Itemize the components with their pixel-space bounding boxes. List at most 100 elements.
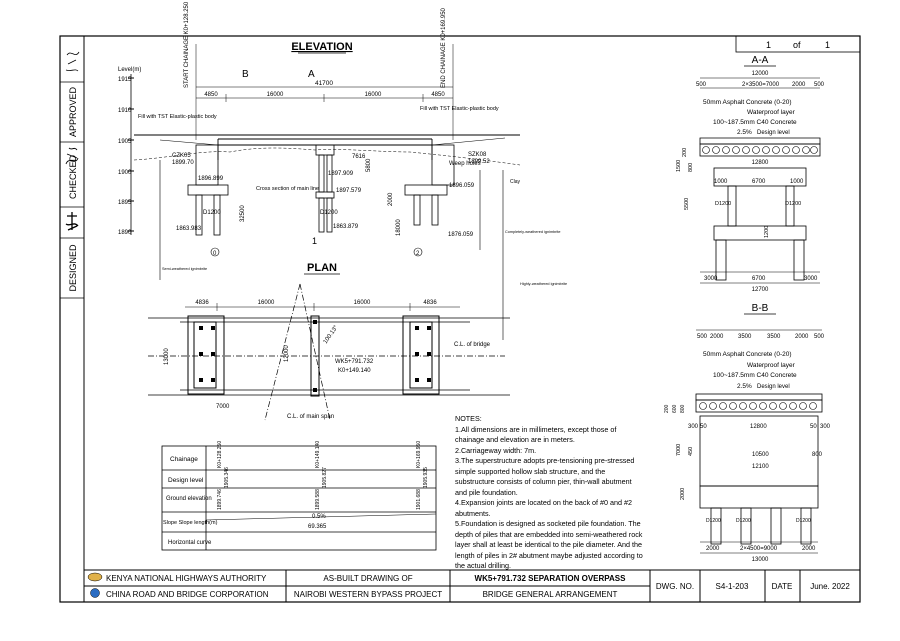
bb-dim-1: 500 [697,334,708,340]
pile-d1200-pier: D1200 [320,210,338,216]
bb-dim-10500: 10500 [752,452,769,458]
aa-design-level: Design level [757,130,790,136]
span-4: 4850 [431,92,445,98]
fill-label-right: Fill with TST Elastic-plastic body [420,106,499,112]
ground-2: 1905.827 [322,467,328,488]
bb-dim-12800: 12800 [750,424,767,430]
bb-dim-800: 800 [812,452,823,458]
plan-width-13000: 13000 [164,348,170,365]
dwg-no-value: S4-1-203 [716,582,749,591]
section-bb: B-B 500 2000 3500 3500 2000 500 50mm Asp… [664,303,831,563]
aa-title: A-A [752,55,769,66]
geo-completely-weathered: Completely-weathered ignimbrite [505,230,561,234]
aa-h5500: 5500 [684,198,690,210]
aa-dim-4: 500 [814,82,825,88]
abutment-0-number: 0 [213,251,217,257]
bb-dim-5: 2000 [795,334,809,340]
page-number: 1 [766,40,771,50]
plan-piles [199,320,431,392]
sidebar-checked: CHECKED [68,155,78,200]
aa-pile-right: D1200 [785,201,801,207]
bb-h600: 600 [672,404,678,413]
dim-18000: 18000 [396,219,402,236]
szk08-level: 1899.52 [468,159,490,165]
bb-bot-1: 2000 [706,546,720,552]
aa-waterproof: Waterproof layer [747,109,796,116]
cross-section-label: Cross section of main line [256,186,319,192]
dim-32500: 32500 [240,205,246,222]
szk08-label: SZK08 [468,152,487,158]
plan-k0-label: K0+149.140 [338,368,371,374]
table-row-slope: Slope Slope length(m) [163,520,218,526]
notes-block: NOTES: 1.All dimensions are in millimete… [455,414,645,572]
table-row-curve: Horizontal curve [168,540,212,546]
bb-waterproof: Waterproof layer [747,362,796,369]
ground-1: 1905.346 [224,467,230,488]
bb-bot-2: 2×4500=9000 [740,546,778,552]
plan-span-2: 16000 [258,300,275,306]
bb-dim-50: 50 [700,424,707,430]
pile-d1200-left: D1200 [203,210,221,216]
plan-cl-bridge: C.L. of bridge [454,342,491,348]
dwg-no-label: DWG. NO. [656,582,694,591]
svg-text:1900: 1900 [118,170,132,176]
bb-dim-12100: 12100 [752,464,769,470]
sidebar-designed: DESIGNED [68,244,78,292]
page-counter [735,35,861,53]
aa-bot-total: 12700 [752,287,769,293]
plan-angle: 100.13° [323,324,340,345]
doc-line-1: AS-BUILT DRAWING OF [323,574,412,583]
dim-7616: 7616 [352,154,366,160]
bb-dim-3: 3500 [738,334,752,340]
note-3: 3.The superstructure adopts pre-tensioni… [455,456,635,497]
plan-span-4: 4836 [423,300,437,306]
bb-dim-300b: 300 [820,424,831,430]
date-value: June. 2022 [810,582,850,591]
date-label: DATE [772,582,793,591]
bb-h450: 450 [688,447,694,456]
slope-line [205,513,437,521]
org-kenha: KENYA NATIONAL HIGHWAYS AUTHORITY [106,574,267,583]
bb-dim-2: 2000 [710,334,724,340]
bb-slope: 2.5% [737,383,752,390]
bb-h7000: 7000 [676,444,682,456]
dim-5800: 5800 [366,158,372,172]
bb-dim-50b: 50 [810,424,817,430]
signature-designed [65,212,79,231]
aa-h800: 800 [688,163,694,172]
bb-asphalt: 50mm Asphalt Concrete (0-20) [703,351,792,358]
crbc-logo [90,588,100,598]
chainage-3: K0+169.950 [416,441,422,468]
aa-slope: 2.5% [737,129,752,136]
drawing-title-1: WK5+791.732 SEPARATION OVERPASS [475,574,627,583]
aa-dim-1000b: 1000 [790,179,804,185]
bb-slab [695,393,823,413]
elev-1863983: 1863.983 [176,226,202,232]
bb-dim-4: 3500 [767,334,781,340]
bb-pile-1: D1200 [706,518,721,524]
ground-3: 1905.935 [423,467,429,488]
aa-slab-width: 12800 [752,160,769,166]
bb-h200: 200 [664,404,670,413]
bb-pile-3: D1200 [796,518,811,524]
bb-title: B-B [752,303,769,314]
elev-1896059: 1896.059 [449,183,475,189]
plan-dim-7000: 7000 [216,404,230,410]
note-1: 1.All dimensions are in millimeters, exc… [455,424,617,445]
weep-holes: Weep holes [449,161,481,167]
aa-dim-1000: 1000 [714,179,728,185]
svg-text:1915: 1915 [118,77,132,83]
bb-bot-total: 13000 [752,557,769,563]
org-crbc: CHINA ROAD AND BRIDGE CORPORATION [106,590,269,599]
aa-dim-1: 500 [696,82,707,88]
abutment-right [404,144,455,226]
bb-design-level: Design level [757,384,790,390]
bb-pile-2: D1200 [736,518,751,524]
abutment-2-marker [413,247,423,257]
design-1: 1899.746 [217,489,223,510]
czk05-level: 1899.70 [172,160,194,166]
drawing-frame [83,35,861,603]
aa-concrete: 100~187.5mm C40 Concrete [713,119,797,126]
abutment-2-number: 2 [416,251,420,257]
plan-dimensions [185,303,460,311]
